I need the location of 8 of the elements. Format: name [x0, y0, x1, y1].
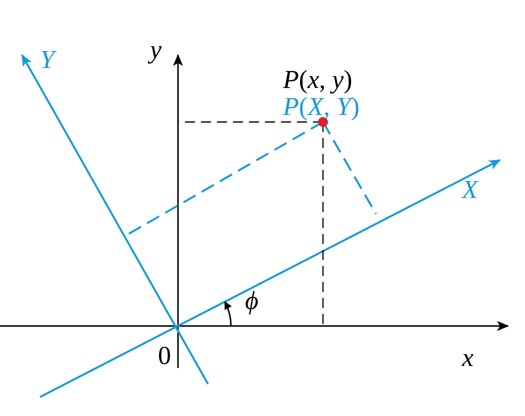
axis-label: x — [462, 344, 474, 372]
axis-label: X — [462, 176, 478, 204]
origin-label: 0 — [158, 342, 171, 370]
angle-label: ϕ — [245, 287, 258, 315]
point-label: P(X, Y) — [283, 93, 360, 121]
axis-label: y — [150, 36, 162, 64]
axis-label: Y — [40, 46, 54, 74]
point-label: P(x, y) — [283, 66, 352, 94]
